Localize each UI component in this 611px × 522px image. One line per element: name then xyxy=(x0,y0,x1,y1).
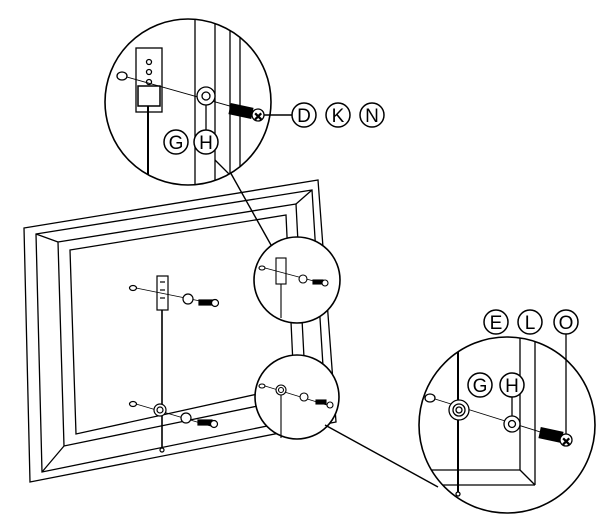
label-G: G xyxy=(163,129,189,155)
svg-text:✕: ✕ xyxy=(254,112,262,123)
svg-text:L: L xyxy=(525,313,536,334)
callout-letters-bottom-inner: G H xyxy=(467,372,525,416)
label-L: L xyxy=(517,309,543,335)
svg-text:✕: ✕ xyxy=(562,437,570,448)
svg-text:O: O xyxy=(559,313,574,334)
svg-text:K: K xyxy=(332,106,345,127)
svg-text:N: N xyxy=(365,106,379,127)
svg-text:G: G xyxy=(169,133,184,154)
washer xyxy=(180,412,192,424)
label-E: E xyxy=(483,309,509,335)
svg-text:H: H xyxy=(199,133,213,154)
label-O: O xyxy=(553,309,579,434)
top-detail-callout: ✕ xyxy=(104,18,272,186)
callout-letters-top: D K N xyxy=(291,102,385,128)
label-H: H xyxy=(193,105,219,155)
screw xyxy=(198,299,214,306)
bottom-detail-callout: ✕ xyxy=(418,336,596,514)
svg-text:H: H xyxy=(505,376,519,397)
callout-letters-top-inner: G H xyxy=(163,105,219,155)
label-K: K xyxy=(325,102,351,128)
callout-letters-bottom: E L O xyxy=(483,309,579,434)
label-H-bottom: H xyxy=(499,372,525,416)
label-G-bottom: G xyxy=(467,372,493,398)
left-bracket-assembly xyxy=(128,275,220,453)
svg-text:E: E xyxy=(490,313,503,334)
label-D: D xyxy=(291,102,317,128)
label-N: N xyxy=(359,102,385,128)
screw xyxy=(197,419,213,426)
svg-text:D: D xyxy=(297,106,311,127)
tv-frame xyxy=(23,179,337,483)
washer xyxy=(182,293,194,305)
svg-text:G: G xyxy=(473,376,488,397)
